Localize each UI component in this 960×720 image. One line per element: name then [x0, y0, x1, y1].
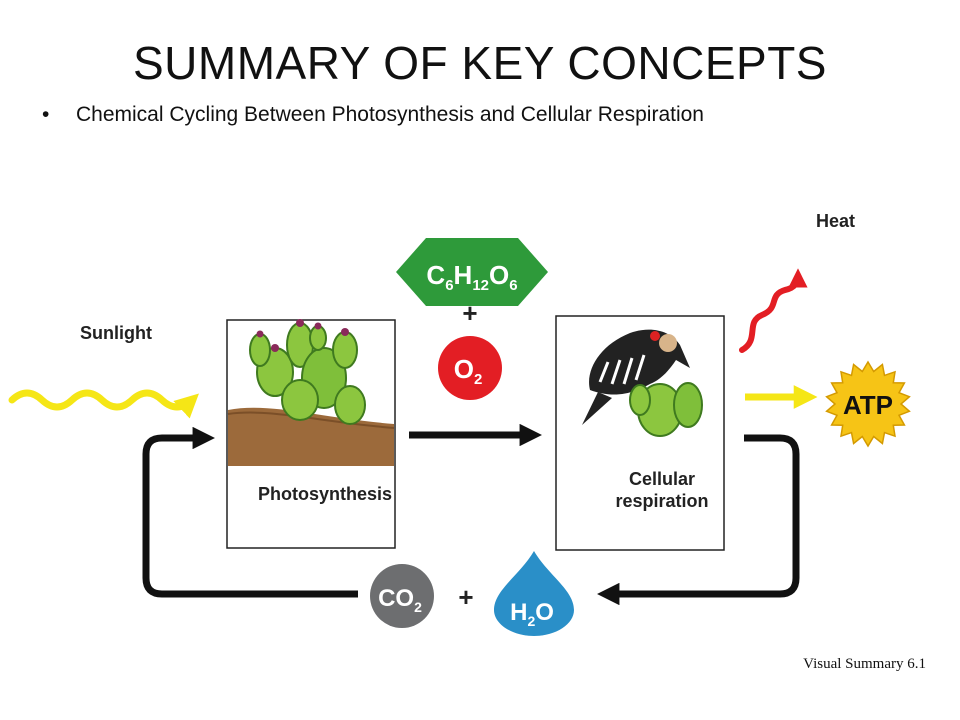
return-arrow-left — [142, 426, 358, 598]
carbon-dioxide-badge: CO2 — [370, 564, 434, 628]
heat-label: Heat — [816, 211, 856, 231]
co2-co: CO — [378, 585, 414, 612]
atp-starburst: ATP — [825, 360, 911, 448]
oxygen-badge: O2 — [438, 336, 502, 400]
heat-wave-icon — [739, 268, 808, 353]
oxygen-o: O — [454, 354, 474, 384]
svg-text:O2: O2 — [454, 354, 483, 388]
visual-summary-caption: Visual Summary 6.1 — [803, 656, 926, 672]
svg-text:H2O: H2O — [510, 599, 554, 629]
glucose-h: H — [454, 260, 473, 290]
glucose-o-subscript: 6 — [509, 277, 517, 294]
glucose-c-subscript: 6 — [445, 277, 453, 294]
sunlight-wave-icon — [8, 389, 199, 419]
cactus-icon — [249, 319, 366, 425]
bullet-dot-icon: • — [42, 103, 50, 126]
glucose-h-subscript: 12 — [472, 277, 489, 294]
plus-sign-bottom: + — [458, 582, 473, 612]
sunlight-label: Sunlight — [80, 323, 152, 343]
cellular-respiration-label: Cellular respiration — [596, 468, 728, 512]
water-h: H — [510, 599, 527, 626]
woodpecker-icon — [582, 329, 690, 425]
photosynthesis-label: Photosynthesis — [258, 484, 393, 504]
svg-text:CO2: CO2 — [378, 585, 422, 615]
cactus-fruit-icon — [629, 382, 703, 437]
svg-text:C6H12O6: C6H12O6 — [426, 260, 517, 294]
cellular-respiration-label-line1: Cellular — [628, 469, 696, 489]
water-droplet-badge: H2O — [494, 551, 574, 636]
co2-subscript: 2 — [414, 599, 422, 615]
slide-title: SUMMARY OF KEY CONCEPTS — [133, 37, 827, 89]
plus-sign-top: + — [462, 298, 477, 328]
bullet-text: Chemical Cycling Between Photosynthesis … — [76, 103, 704, 126]
atp-label: ATP — [843, 390, 893, 420]
oxygen-subscript: 2 — [474, 371, 482, 388]
respiration-panel — [555, 315, 725, 551]
glucose-badge: C6H12O6 — [396, 238, 548, 306]
cellular-respiration-label-line2: respiration — [615, 491, 709, 511]
water-o: O — [535, 599, 554, 626]
bullet-point: • Chemical Cycling Between Photosynthesis… — [42, 103, 704, 127]
return-arrow-right — [597, 434, 800, 606]
glucose-c: C — [426, 260, 445, 290]
glucose-o: O — [489, 260, 509, 290]
water-subscript: 2 — [527, 613, 535, 629]
photosynthesis-panel — [226, 319, 396, 549]
